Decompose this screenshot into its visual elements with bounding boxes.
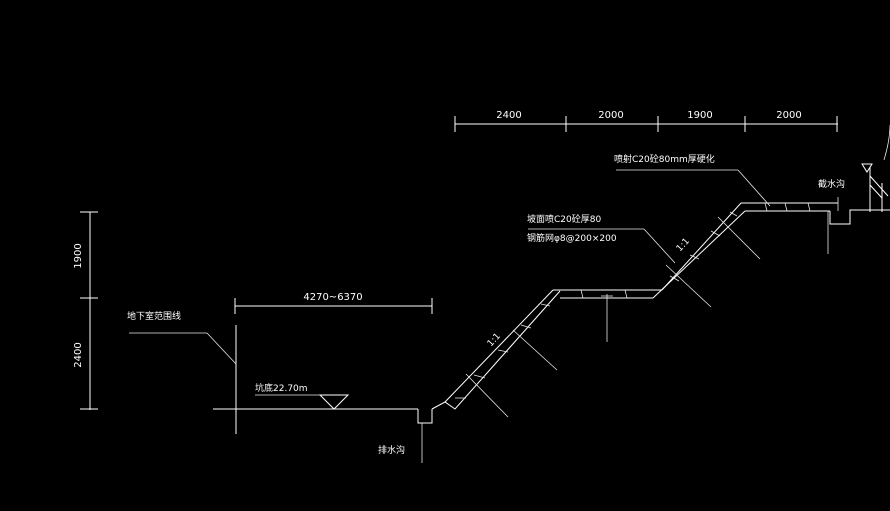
dim-top-1: 2400 bbox=[496, 110, 521, 121]
rail-bar bbox=[869, 175, 889, 197]
top-ditch-label: 截水沟 bbox=[818, 178, 845, 190]
crest-hatch bbox=[784, 202, 788, 212]
rail-marker-icon bbox=[861, 163, 873, 173]
slope-hatch bbox=[520, 324, 532, 329]
basement-leader bbox=[206, 332, 237, 365]
lower-slope-ratio: 1:1 bbox=[486, 332, 503, 349]
mesh-label: 钢筋网φ8@200×200 bbox=[527, 232, 617, 244]
bench-hatch bbox=[624, 289, 628, 299]
intercept-ditch-outline bbox=[829, 209, 890, 225]
lower-slope-shotcrete-outer bbox=[444, 289, 554, 403]
upper-slope-surface bbox=[652, 210, 746, 299]
nail-line bbox=[665, 264, 712, 308]
dim-top-2: 2000 bbox=[598, 110, 623, 121]
upper-slope: 1:1 坡面喷C20砼厚80 钢筋网φ8@200×200 bbox=[527, 202, 761, 308]
crest-hatch bbox=[764, 202, 768, 212]
rail-bar bbox=[869, 184, 883, 199]
nail-line bbox=[512, 329, 558, 371]
middle-bench bbox=[553, 289, 662, 342]
elevation-triangle-icon bbox=[318, 394, 350, 410]
bench-dimension: 4270~6370 bbox=[234, 292, 433, 314]
slope-crest: 喷射C20砼80mm厚硬化 截水沟 bbox=[614, 153, 890, 254]
slope-hatch bbox=[729, 211, 738, 217]
slope-hatch bbox=[669, 275, 680, 282]
top-dimension-chain: 2400 2000 1900 2000 bbox=[454, 110, 838, 132]
mesh-leader bbox=[643, 228, 676, 264]
rail-curve bbox=[883, 124, 890, 161]
dim-left-upper: 1900 bbox=[73, 243, 84, 268]
slope-hatch bbox=[540, 303, 551, 307]
left-dimension-chain: 1900 2400 bbox=[73, 211, 98, 410]
pit-bottom-label: 坑底22.70m bbox=[255, 382, 308, 394]
dim-top-4: 2000 bbox=[776, 110, 801, 121]
dim-bench: 4270~6370 bbox=[303, 292, 362, 303]
slope-hatch bbox=[497, 349, 509, 353]
crest-hatch bbox=[807, 202, 811, 212]
nail-line bbox=[717, 216, 761, 260]
upper-slope-shotcrete-outer bbox=[661, 202, 742, 291]
bottom-ditch-label: 排水沟 bbox=[378, 444, 405, 456]
guard-rail bbox=[861, 124, 890, 212]
crest-leader bbox=[737, 169, 771, 207]
dim-top-3: 1900 bbox=[687, 110, 712, 121]
slope-hatch bbox=[710, 230, 721, 237]
upper-slope-ratio: 1:1 bbox=[675, 237, 692, 254]
slope-hatch bbox=[473, 374, 486, 379]
slope-spray-label: 坡面喷C20砼厚80 bbox=[527, 213, 601, 225]
lower-slope: 1:1 bbox=[431, 289, 561, 418]
lower-slope-surface bbox=[431, 290, 561, 410]
ditch-outline bbox=[417, 409, 433, 424]
crest-spray-label: 喷射C20砼80mm厚硬化 bbox=[614, 153, 715, 165]
bench-hatch bbox=[580, 289, 584, 299]
dim-left-lower: 2400 bbox=[73, 342, 84, 367]
bottom-drain-ditch: 排水沟 bbox=[378, 409, 433, 463]
nail-line bbox=[465, 373, 509, 418]
pit-bottom: 地下室范围线 坑底22.70m bbox=[127, 310, 418, 434]
basement-line-label: 地下室范围线 bbox=[127, 310, 181, 322]
slope-hatch bbox=[689, 254, 700, 260]
